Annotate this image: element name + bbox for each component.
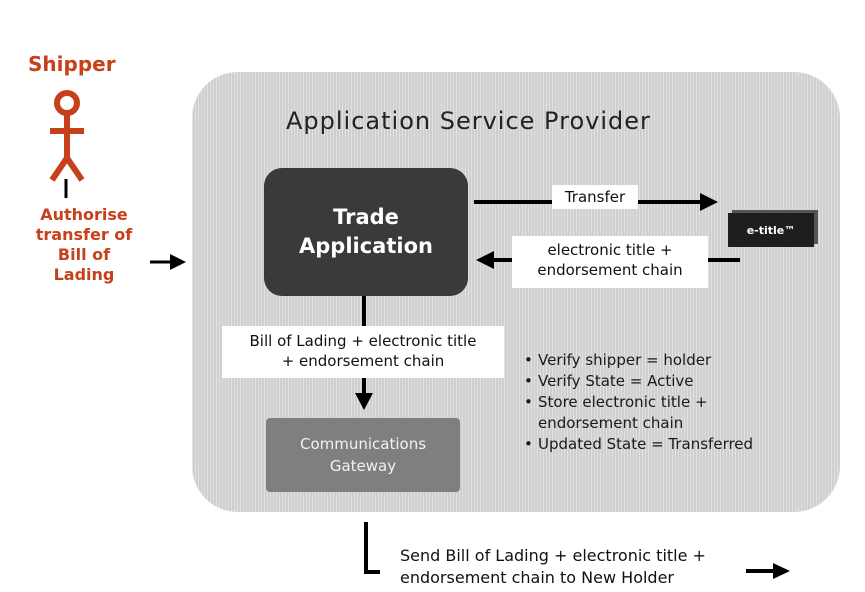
authorise-line: Bill of: [57, 245, 111, 264]
authorise-line: transfer of: [35, 225, 133, 244]
checklist-item: Updated State = Transferred: [524, 434, 753, 455]
shipper-title: Shipper: [28, 52, 116, 76]
bill-of-lading-line: Bill of Lading + electronic title: [249, 332, 477, 350]
send-line: endorsement chain to New Holder: [400, 568, 675, 587]
trade-application-line: Application: [299, 234, 433, 258]
etitle-return-label: electronic title + endorsement chain: [512, 236, 708, 288]
send-to-new-holder-text: Send Bill of Lading + electronic title +…: [400, 545, 706, 589]
input-arrow: [150, 254, 186, 270]
down-arrow-line: [355, 296, 373, 410]
comms-gateway-line: Communications: [299, 435, 427, 453]
checklist-item: Store electronic title +: [524, 392, 753, 413]
checklist-item-continuation: endorsement chain: [538, 414, 684, 432]
bill-of-lading-label: Bill of Lading + electronic title + endo…: [222, 326, 504, 378]
bill-of-lading-line: + endorsement chain: [281, 352, 445, 370]
authorise-line: Authorise: [40, 205, 128, 224]
trade-application-line: Trade: [333, 205, 399, 229]
trade-application-box: Trade Application: [264, 168, 468, 296]
etitle-block: e-title™: [728, 213, 814, 247]
authorise-line: Lading: [53, 265, 115, 284]
shipper-figure-icon: [49, 90, 85, 182]
send-arrow: [746, 563, 790, 579]
transfer-label: Transfer: [552, 185, 638, 209]
checklist-item: Verify shipper = holder: [524, 350, 753, 371]
verification-checklist: Verify shipper = holder Verify State = A…: [524, 350, 753, 455]
authorise-transfer-text: Authorise transfer of Bill of Lading: [30, 205, 138, 285]
send-connector: [364, 522, 380, 574]
comms-gateway-line: Gateway: [329, 457, 397, 475]
return-arrow-line: [476, 251, 740, 269]
etitle-return-line: electronic title +: [547, 241, 673, 259]
checklist-item: Verify State = Active: [524, 371, 753, 392]
etitle-return-line: endorsement chain: [537, 261, 683, 279]
communications-gateway-box: Communications Gateway: [266, 418, 460, 492]
transfer-arrow-line: [474, 193, 718, 211]
send-line: Send Bill of Lading + electronic title +: [400, 546, 706, 565]
asp-title: Application Service Provider: [286, 107, 651, 135]
